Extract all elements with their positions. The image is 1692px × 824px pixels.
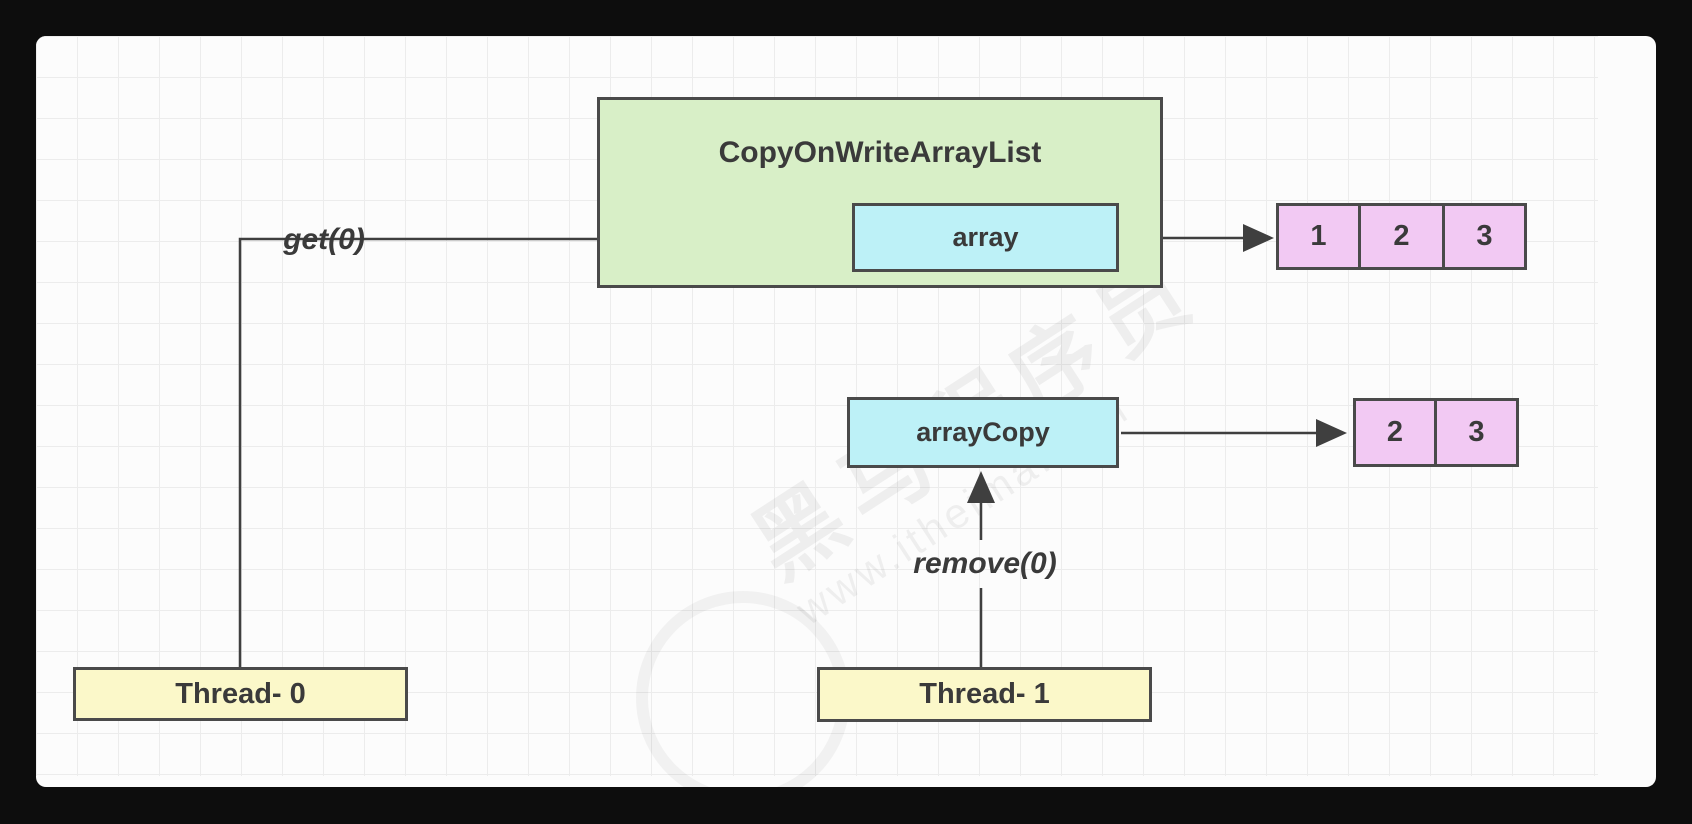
array-box: array [852, 203, 1119, 272]
edge-label-get: get(0) [283, 223, 365, 256]
copyonwritearraylist-title: CopyOnWriteArrayList [718, 136, 1042, 169]
edge-label-remove: remove(0) [913, 547, 1057, 580]
thread-0-label: Thread- 0 [175, 677, 306, 710]
arraycopy-cell-value: 3 [1468, 416, 1485, 448]
array-cell-value: 1 [1310, 220, 1327, 252]
thread-0-box: Thread- 0 [73, 667, 408, 721]
array-cell: 2 [1358, 203, 1445, 270]
array-cell: 3 [1442, 203, 1527, 270]
array-cell-value: 3 [1476, 220, 1493, 252]
thread-1-label: Thread- 1 [919, 678, 1050, 710]
array-cell-value: 2 [1393, 220, 1410, 252]
array-cells-row: 1 2 3 [1276, 203, 1527, 270]
arraycopy-cells-row: 2 3 [1353, 398, 1519, 467]
array-cell: 1 [1276, 203, 1361, 270]
thread-1-box: Thread- 1 [817, 667, 1152, 722]
arraycopy-box-label: arrayCopy [916, 417, 1050, 447]
array-box-label: array [952, 222, 1019, 252]
arraycopy-cell: 3 [1434, 398, 1519, 467]
arraycopy-cell-value: 2 [1386, 416, 1404, 448]
arraycopy-box: arrayCopy [847, 397, 1119, 468]
arraycopy-cell: 2 [1353, 398, 1437, 467]
